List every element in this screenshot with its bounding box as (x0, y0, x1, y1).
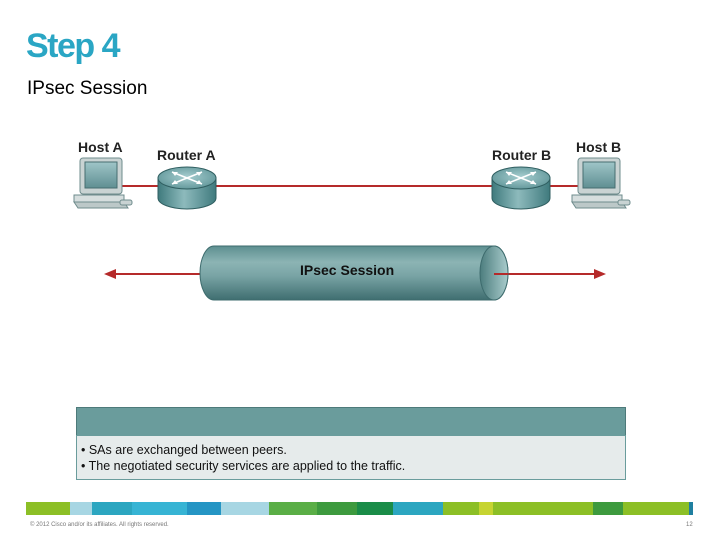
footer-stripe-segment (357, 502, 393, 515)
copyright-text: © 2012 Cisco and/or its affiliates. All … (30, 522, 169, 528)
footer-stripe-segment (443, 502, 479, 515)
slide-title: Step 4 (26, 27, 121, 65)
host-a-label: Host A (78, 139, 123, 155)
footer-stripe-segment (269, 502, 317, 515)
footer-stripe-segment (92, 502, 132, 515)
footer-stripe-segment (187, 502, 221, 515)
footer-stripe-segment (70, 502, 92, 515)
footer-stripe-segment (26, 502, 70, 515)
host-b-label: Host B (576, 139, 622, 155)
host-b-computer-icon (571, 157, 631, 209)
info-box-body: • SAs are exchanged between peers. • The… (76, 435, 626, 480)
info-bullet-1: • SAs are exchanged between peers. (81, 443, 287, 457)
router-b-icon (491, 166, 551, 210)
tunnel-label: IPsec Session (300, 262, 395, 278)
footer-stripe-segment (393, 502, 443, 515)
footer-stripe-segment (593, 502, 623, 515)
footer-stripe-segment (493, 502, 593, 515)
footer-stripe-segment (623, 502, 689, 515)
footer-stripe-segment (221, 502, 269, 515)
footer-stripe-segment (317, 502, 357, 515)
footer-color-stripe (26, 502, 693, 515)
footer-stripe-segment (132, 502, 187, 515)
slide-subtitle: IPsec Session (27, 78, 148, 99)
router-a-icon (157, 166, 217, 210)
footer-stripe-segment (479, 502, 493, 515)
info-box: • SAs are exchanged between peers. • The… (76, 407, 626, 480)
info-bullet-2: • The negotiated security services are a… (81, 459, 406, 473)
host-a-computer-icon (73, 157, 133, 209)
router-a-label: Router A (157, 147, 216, 163)
page-number: 12 (686, 522, 693, 528)
ipsec-tunnel-icon (199, 245, 509, 301)
router-b-label: Router B (492, 147, 552, 163)
info-box-header (76, 407, 626, 435)
footer-stripe-segment (689, 502, 693, 515)
